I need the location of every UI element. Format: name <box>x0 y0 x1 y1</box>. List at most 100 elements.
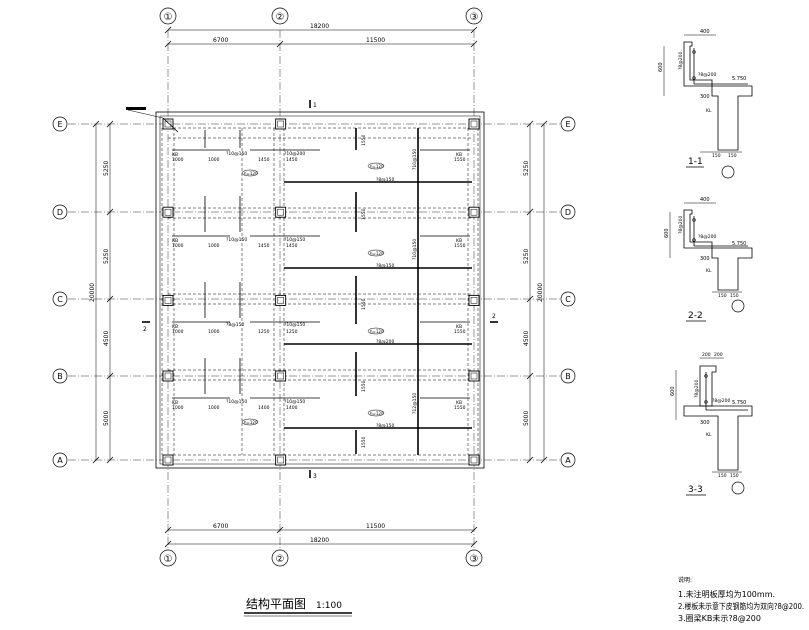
note-r1-b: 1000 <box>208 157 220 163</box>
column-core-①-D <box>164 208 172 216</box>
notes-block: 说明: 1.未注明板厚均为100mm. 2.楼板未示意下皮钢筋均为双向?8@20… <box>678 576 804 623</box>
vertical-note-4: 1550 <box>361 134 367 146</box>
rebar-note-4: ?10@150 <box>226 399 247 405</box>
slab-tag-4: h=120 <box>370 329 384 334</box>
note-r1-c: 1450 <box>258 157 270 163</box>
column-①-C <box>162 294 174 306</box>
axis-bubbles-top: ① ② ③ <box>159 7 483 25</box>
column-core-②-D <box>277 208 284 216</box>
note-item-2: 2.楼板未示意下皮钢筋均为双向?8@200. <box>678 601 804 611</box>
sec1-dim-base-b: 150 <box>728 153 737 159</box>
axis-label-1-top: ① <box>164 12 173 23</box>
column-①-E <box>162 118 174 130</box>
column-③-C <box>468 294 480 306</box>
vertical-note-7: 1550 <box>361 380 367 392</box>
left-span-e-d: 5250 <box>103 161 110 176</box>
sec3-dim-base-b: 150 <box>730 473 739 479</box>
long-bar-note-3: ?8@200 <box>376 339 394 345</box>
beam-tag-1: KB <box>172 152 178 158</box>
note-r3-c: 1250 <box>258 329 270 335</box>
column-core-③-A <box>470 456 478 464</box>
vertical-note-3: ?12@150 <box>412 393 418 414</box>
axis-bubble-b-left <box>52 368 68 384</box>
slab-inner-outline <box>159 115 481 465</box>
axis-label-c-right: C <box>565 295 571 304</box>
axis-label-2-bottom: ② <box>276 554 285 565</box>
sec1-dim-width: 300 <box>700 94 710 100</box>
column-core-②-A <box>277 456 284 464</box>
sec3-dim-top-b: 200 <box>714 352 723 358</box>
column-③-B <box>468 370 480 382</box>
column-core-③-B <box>470 372 478 380</box>
bottom-dimensions: 6700 11500 18200 <box>164 523 478 548</box>
corner-leader <box>127 109 164 119</box>
left-total-dim: 20000 <box>89 283 96 302</box>
sec1-dim-top: 400 <box>700 29 710 35</box>
rebar-note-2b: ?10@150 <box>284 237 305 243</box>
sec2-dim-width: 300 <box>700 256 710 262</box>
bottom-span-2: 11500 <box>366 523 385 530</box>
section-3-3: 200 200 600 300 150 150 5.750 ?8@200 ?8@… <box>670 352 753 496</box>
column-core-①-A <box>164 456 172 464</box>
axis-bubble-2-bottom <box>271 549 289 567</box>
rebar-note-1: ?10@150 <box>226 151 247 157</box>
bottom-span-1: 6700 <box>213 523 228 530</box>
vertical-note-8: 1550 <box>361 436 367 448</box>
axis-bubble-b-right <box>560 368 576 384</box>
axis-bubble-d-left <box>52 204 68 220</box>
sec3-dim-base-a: 150 <box>718 473 727 479</box>
axis-label-c-left: C <box>57 295 63 304</box>
vertical-note-5: 1550 <box>361 208 367 220</box>
columns <box>162 118 480 466</box>
rebar-note-4b: ?10@150 <box>284 399 305 405</box>
column-core-①-C <box>164 297 172 304</box>
right-total-dim: 20000 <box>537 283 544 302</box>
column-core-③-C <box>470 297 478 304</box>
sec1-dim-height: 600 <box>658 62 664 72</box>
axis-bubble-e-right <box>560 116 576 132</box>
vertical-note-1: ?10@150 <box>412 149 418 170</box>
section-mark-2-left: 2 <box>143 326 147 333</box>
sec3-bar-1: ?8@200 <box>712 398 730 404</box>
sec3-dim-width: 300 <box>700 420 710 426</box>
slab-tag-6: h=120 <box>244 420 258 425</box>
note-item-3: 3.圈梁KB未示?8@200 <box>678 613 761 623</box>
axis-label-a-left: A <box>57 456 63 465</box>
sec2-tag: KL <box>706 268 712 274</box>
sec3-label: 3-3 <box>688 485 703 495</box>
column-core-③-D <box>470 208 478 216</box>
sec2-dim-height: 600 <box>664 228 670 238</box>
sec1-elevation: 5.750 <box>732 76 746 82</box>
note-r2-b: 1000 <box>208 243 220 249</box>
sec3-dim-height: 600 <box>670 386 676 396</box>
right-note-4: 1550 <box>454 405 466 411</box>
note-item-1: 1.未注明板厚均为100mm. <box>678 589 775 599</box>
right-note-2: 1550 <box>454 243 466 249</box>
note-r1-a: 1000 <box>172 157 184 163</box>
column-core-②-B <box>277 372 284 380</box>
sec1-tag: KL <box>706 108 712 114</box>
note-r2-a: 1000 <box>172 243 184 249</box>
sec3-dim-top-a: 200 <box>702 352 711 358</box>
top-total-dim: 18200 <box>310 23 329 30</box>
vertical-note-6: 1550 <box>361 298 367 310</box>
sec2-bar-2: ?8@200 <box>678 216 684 234</box>
section-marks: 1 3 2 2 <box>142 100 498 480</box>
section-2-2: 400 600 300 150 150 5.750 ?8@200 ?8@200 … <box>664 197 753 322</box>
rebar-note-3b: ?10@150 <box>284 322 305 328</box>
sec1-bar-2: ?8@200 <box>678 52 684 70</box>
axis-label-b-left: B <box>57 372 63 381</box>
slab-tag-2: h=120 <box>370 164 384 169</box>
axis-label-d-left: D <box>57 208 63 217</box>
rebar-note-2: ?10@150 <box>226 237 247 243</box>
column-core-②-C <box>277 297 284 304</box>
column-①-B <box>162 370 174 382</box>
note-r3-d: 1250 <box>286 329 298 335</box>
long-bar-note-4: ?8@150 <box>376 423 394 429</box>
column-core-①-E <box>164 120 172 128</box>
section-mark-3: 3 <box>313 473 317 480</box>
column-②-C <box>275 294 287 306</box>
axis-label-e-left: E <box>57 120 62 129</box>
column-③-E <box>468 118 480 130</box>
rebar-annotations: 1000 1000 1450 1450 1000 1000 1450 1450 … <box>172 151 466 429</box>
